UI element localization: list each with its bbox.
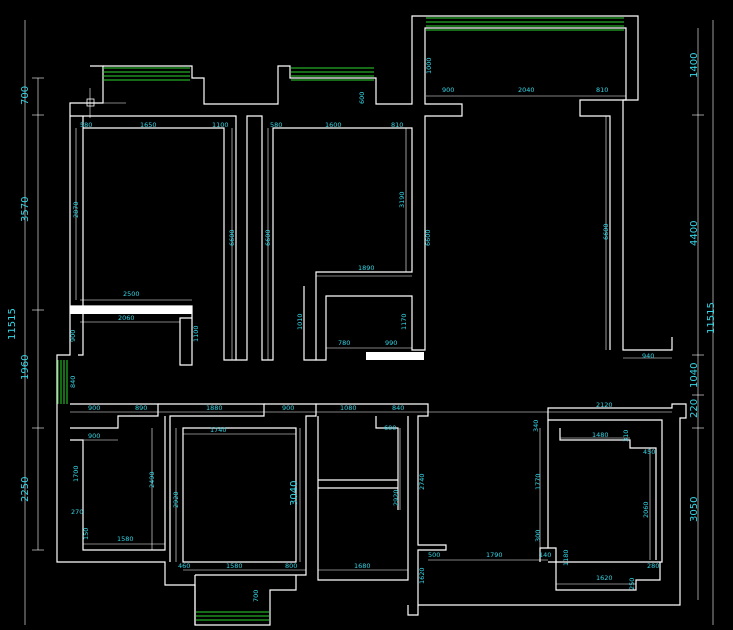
r3c: 810 [596, 86, 608, 94]
b38: 1620 [596, 574, 613, 582]
dim-right-1: 1400 [689, 53, 700, 78]
r2h: 780 [338, 339, 350, 347]
r3a: 900 [442, 86, 454, 94]
r3b: 2040 [518, 86, 535, 94]
b14: 840 [69, 376, 77, 388]
b39: 250 [628, 578, 636, 590]
r1f: 2500 [123, 290, 140, 298]
r3g: 940 [642, 352, 654, 360]
b5: 1080 [340, 404, 357, 412]
b28: 1790 [486, 551, 503, 559]
dim-right-2: 4400 [689, 221, 700, 246]
b34: 450 [643, 448, 655, 456]
wall-fills [70, 306, 424, 360]
inner-dimension-lines [70, 95, 672, 585]
b33: 310 [622, 430, 630, 442]
b27: 500 [428, 551, 440, 559]
b8: 900 [88, 432, 100, 440]
dim-left-4: 2250 [20, 477, 31, 502]
b26: 1620 [418, 567, 426, 584]
overall-dimension-lines [24, 20, 714, 625]
dim-left-3: 1960 [20, 355, 31, 380]
r2g: 1010 [296, 313, 304, 330]
b31: 340 [532, 420, 540, 432]
dim-left-total: 11515 [7, 308, 18, 340]
b29: 140 [539, 551, 551, 559]
r1a: 580 [80, 121, 92, 129]
b6: 840 [392, 404, 404, 412]
r2i: 990 [385, 339, 397, 347]
dim-right-5: 3050 [689, 497, 700, 522]
r1e: 6600 [228, 229, 236, 246]
b16: 2920 [172, 491, 180, 508]
b20: 800 [285, 562, 297, 570]
r1h: 900 [69, 330, 77, 342]
b18: 460 [178, 562, 190, 570]
r2k: 600 [358, 92, 366, 104]
b11: 150 [82, 528, 90, 540]
r2c: 810 [391, 121, 403, 129]
b37: 2060 [642, 501, 650, 518]
r1b: 1650 [140, 121, 157, 129]
b13: 2490 [148, 471, 156, 488]
b32: 1480 [592, 431, 609, 439]
b2: 890 [135, 404, 147, 412]
r1g: 2060 [118, 314, 135, 322]
b19: 1580 [226, 562, 243, 570]
windows [57, 17, 624, 621]
b22: 600 [384, 424, 396, 432]
r2a: 580 [270, 121, 282, 129]
room-dimension-labels: 580 1650 1100 2870 6600 2500 2060 900 11… [69, 57, 659, 602]
dim-left-2: 3570 [20, 197, 31, 222]
b9: 1700 [72, 465, 80, 482]
dim-right-3: 1040 [689, 363, 700, 388]
r2d: 6600 [264, 229, 272, 246]
r1d: 2870 [72, 201, 80, 218]
b30: 1180 [562, 549, 570, 566]
walls [56, 15, 687, 626]
b23: 2920 [392, 489, 400, 506]
r1i: 1100 [192, 325, 200, 342]
b12: 1580 [117, 535, 134, 543]
r2b: 1600 [325, 121, 342, 129]
b24: 1680 [354, 562, 371, 570]
r3d: 1000 [425, 57, 433, 74]
b1: 900 [88, 404, 100, 412]
r2f: 1890 [358, 264, 375, 272]
cursor-marker [80, 88, 126, 118]
r2j: 1170 [400, 313, 408, 330]
b3: 1880 [206, 404, 223, 412]
r3f: 6600 [602, 223, 610, 240]
b15: 1740 [210, 426, 227, 434]
dim-right-4: 220 [689, 399, 700, 418]
b36: 300 [534, 530, 542, 542]
r1c: 1100 [212, 121, 229, 129]
b10: 270 [71, 508, 83, 516]
b4: 900 [282, 404, 294, 412]
r2e: 3190 [398, 191, 406, 208]
b40: 280 [647, 562, 659, 570]
b21: 700 [252, 590, 260, 602]
r3e: 6600 [424, 229, 432, 246]
overall-dimension-labels: 700 3570 1960 2250 11515 1400 4400 1040 … [7, 53, 717, 522]
b25: 2740 [418, 473, 426, 490]
b17: 3040 [289, 481, 300, 506]
dim-right-total: 11515 [706, 302, 717, 334]
b35: 1770 [534, 473, 542, 490]
dim-left-1: 700 [20, 86, 31, 105]
b7: 2120 [596, 401, 613, 409]
